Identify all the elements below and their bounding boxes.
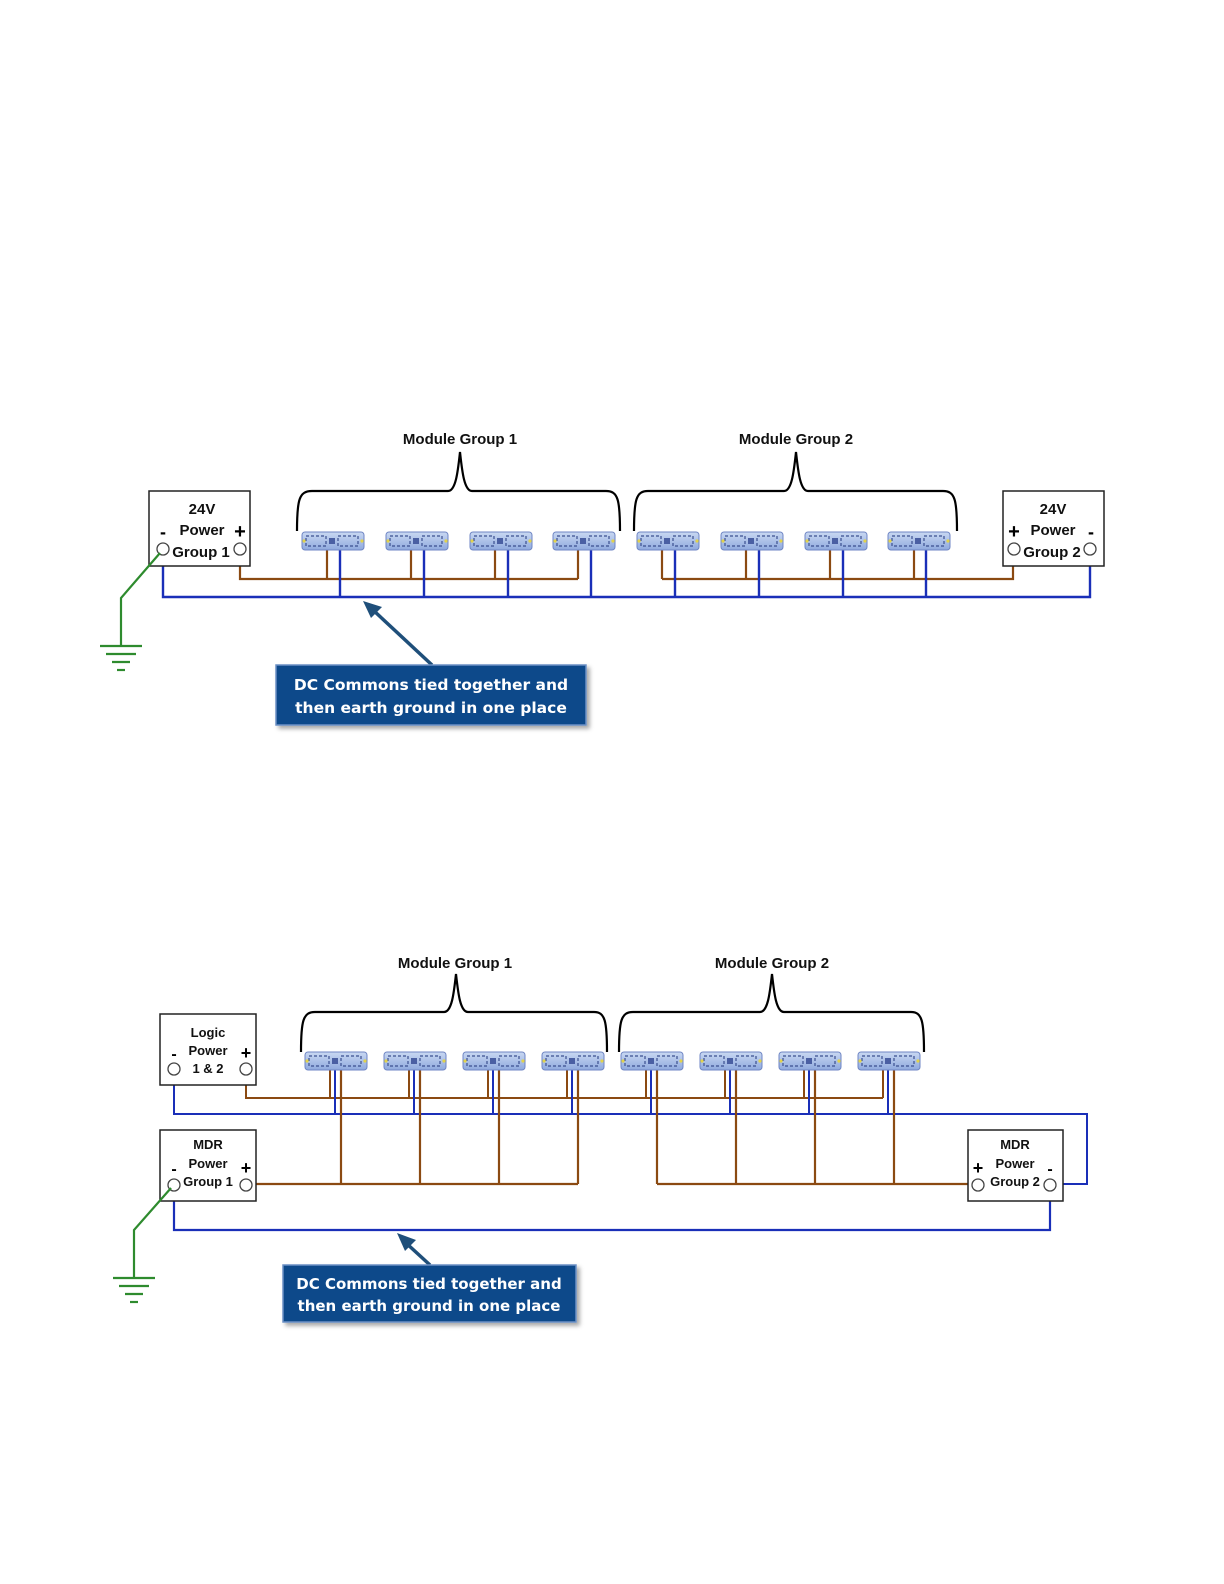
module [542, 1052, 604, 1070]
module-group-1-modules [305, 1052, 604, 1070]
mdr-common-wires [174, 1191, 1050, 1230]
brace-module-group-1 [301, 974, 607, 1052]
module [621, 1052, 683, 1070]
ps-line3: Group 1 [172, 544, 230, 561]
ps-line1: 24V [189, 501, 216, 518]
power-supply-group-2: 24V Power Group 2 + - [1003, 491, 1104, 566]
terminal-plus [234, 543, 246, 555]
earth-ground-icon [100, 553, 160, 670]
callout-line2: then earth ground in one place [295, 699, 567, 717]
module-group-1-label: Module Group 1 [398, 955, 512, 972]
terminal-minus [1084, 543, 1096, 555]
mdr-power-supply-group-1: MDR Power Group 1 - + [160, 1130, 256, 1201]
module [637, 532, 699, 550]
ps-line2: Power [1030, 522, 1075, 539]
module-group-2-modules [621, 1052, 920, 1070]
module [305, 1052, 367, 1070]
module-group-2-label: Module Group 2 [739, 431, 853, 448]
ps-line3: Group 1 [183, 1174, 233, 1189]
terminal-plus [240, 1063, 252, 1075]
brace-module-group-2 [619, 974, 924, 1052]
minus-sign: - [160, 522, 166, 542]
callout-arrow-2 [397, 1233, 430, 1265]
module [721, 532, 783, 550]
diagram-1: Module Group 1 Module Group 2 [100, 431, 1104, 725]
ps-line3: 1 & 2 [192, 1061, 223, 1076]
logic-common-wires [174, 1068, 1087, 1184]
ps-line2: Power [188, 1043, 227, 1058]
logic-power-supply: Logic Power 1 & 2 - + [160, 1014, 256, 1085]
mdr-power-supply-group-2: MDR Power Group 2 + - [968, 1130, 1063, 1201]
module [384, 1052, 446, 1070]
module [888, 532, 950, 550]
module-group-2-modules [637, 532, 950, 550]
callout-line1: DC Commons tied together and [294, 676, 568, 694]
callout-line1: DC Commons tied together and [296, 1275, 561, 1293]
mdr-positive-wires [253, 1068, 971, 1184]
ps-line1: MDR [193, 1137, 223, 1152]
minus-sign: - [171, 1046, 176, 1063]
module [463, 1052, 525, 1070]
ps-line2: Power [188, 1156, 227, 1171]
plus-sign: + [234, 521, 246, 543]
module [470, 532, 532, 550]
ps-line3: Group 2 [1023, 544, 1081, 561]
ps-line2: Power [179, 522, 224, 539]
brace-module-group-2 [634, 452, 957, 531]
callout-line2: then earth ground in one place [298, 1297, 561, 1315]
earth-ground-icon [113, 1188, 171, 1302]
terminal-minus [168, 1063, 180, 1075]
brace-module-group-1 [297, 452, 620, 531]
callout-arrow-1 [363, 601, 432, 665]
ps-line3: Group 2 [990, 1174, 1040, 1189]
plus-sign: + [1008, 521, 1020, 543]
ps-line2: Power [995, 1156, 1034, 1171]
positive-wires-1 [240, 549, 1013, 579]
dc-common-wires-1 [163, 549, 1090, 597]
minus-sign: - [1088, 522, 1094, 542]
plus-sign: + [973, 1158, 984, 1178]
terminal-minus [1044, 1179, 1056, 1191]
plus-sign: + [241, 1043, 252, 1063]
module [805, 532, 867, 550]
module [700, 1052, 762, 1070]
ps-line1: 24V [1040, 501, 1067, 518]
module [858, 1052, 920, 1070]
power-supply-group-1: 24V Power Group 1 - + [149, 491, 250, 566]
terminal-plus [1008, 543, 1020, 555]
ps-line1: Logic [191, 1025, 226, 1040]
module [779, 1052, 841, 1070]
minus-sign: - [171, 1161, 176, 1178]
terminal-plus [972, 1179, 984, 1191]
terminal-plus [240, 1179, 252, 1191]
module [302, 532, 364, 550]
module-group-2-label: Module Group 2 [715, 955, 829, 972]
module-group-1-modules [302, 532, 615, 550]
diagram-2: Module Group 1 Module Group 2 [113, 955, 1087, 1322]
module [553, 532, 615, 550]
plus-sign: + [241, 1158, 252, 1178]
minus-sign: - [1047, 1161, 1052, 1178]
ps-line1: MDR [1000, 1137, 1030, 1152]
module-group-1-label: Module Group 1 [403, 431, 517, 448]
module [386, 532, 448, 550]
